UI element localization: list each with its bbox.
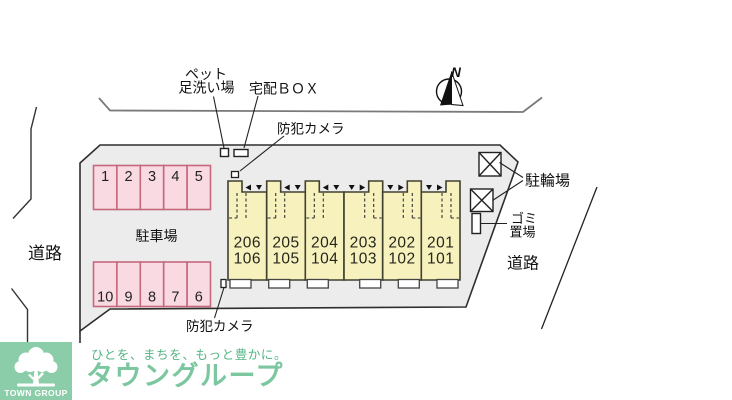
road-right-line: [540, 186, 598, 330]
compass-north-icon: N: [435, 65, 464, 107]
town-group-logo: TOWN GROUP: [0, 342, 72, 400]
tree-icon: [14, 347, 58, 387]
stall-number: 1: [101, 169, 109, 185]
unit-number-lower: 105: [272, 251, 299, 268]
security-camera-icon: [230, 170, 240, 179]
road-label-right: 道路: [507, 255, 539, 273]
porch: [229, 278, 252, 289]
road-left-lower-line: [10, 288, 29, 342]
stall-number: 8: [148, 290, 156, 306]
parking-stall: [186, 164, 212, 211]
unit-number-lower: 102: [388, 251, 415, 268]
porch: [397, 278, 420, 289]
parking-lot-label: 駐車場: [136, 228, 178, 244]
security-camera-label-top: 防犯カメラ: [277, 122, 345, 137]
unit-number-upper: 204: [311, 235, 338, 252]
parking-area: [92, 164, 212, 308]
equipment-icons: [219, 147, 502, 289]
brand-tagline: ひとを、まちを、もっと豊かに。: [91, 348, 288, 362]
unit-number-upper: 206: [234, 235, 261, 252]
pet-wash-label-line1: ペット: [185, 66, 227, 82]
leader-lines: [212, 95, 524, 319]
stall-number: 9: [125, 290, 133, 306]
delivery-box-icon: [233, 148, 249, 158]
garbage-label-line2: 置場: [510, 225, 536, 240]
unit-number-lower: 101: [427, 251, 454, 268]
porch: [306, 278, 329, 289]
road-label-left: 道路: [28, 244, 62, 263]
stall-number: 2: [125, 169, 133, 185]
unit-number-upper: 203: [350, 235, 377, 252]
stall-number: 5: [195, 169, 203, 185]
security-camera-label-bottom: 防犯カメラ: [186, 319, 254, 334]
garbage-label-line1: ゴミ: [511, 211, 537, 226]
building: 206 106 205 105 204 104 203 103 202 102 …: [227, 180, 461, 289]
bicycle-parking-label: 駐輪場: [525, 173, 570, 190]
road-lines: [10, 96, 598, 342]
brand-company-name: タウングループ: [86, 361, 284, 391]
delivery-box-label: 宅配ＢＯＸ: [249, 81, 319, 97]
north-label: N: [451, 65, 461, 80]
unit-number-lower: 104: [311, 251, 338, 268]
road-left-upper-line: [12, 106, 38, 219]
bicycle-rack-icons: [469, 151, 502, 213]
porch: [268, 278, 291, 289]
pet-wash-label-line2: 足洗い場: [179, 80, 235, 96]
pet-wash-station-icon: [219, 147, 230, 158]
parking-stall-numbers: 1 2 3 4 5 10 9 8 7 6: [97, 169, 203, 306]
logo-caption: TOWN GROUP: [4, 388, 68, 398]
unit-dashed-interior: [229, 193, 459, 219]
unit-number-upper: 202: [388, 235, 415, 252]
stall-number: 7: [171, 290, 179, 306]
unit-number-upper: 201: [427, 235, 454, 252]
unit-numbers: 206 106 205 105 204 104 203 103 202 102 …: [234, 235, 454, 268]
garbage-box-icon: [471, 212, 482, 235]
roof-marker-triangles: [245, 184, 443, 191]
security-camera-icon: [220, 278, 227, 289]
parking-stall: [186, 261, 212, 308]
unit-number-lower: 106: [234, 251, 261, 268]
stall-number: 4: [171, 169, 179, 185]
plan-labels: ペット 足洗い場 宅配ＢＯＸ 防犯カメラ 防犯カメラ 道路 駐輪場 ゴミ 置場 …: [28, 66, 570, 334]
building-unit: [420, 180, 461, 281]
road-top-line: [98, 96, 543, 113]
porch: [436, 278, 459, 289]
entrance-porches: [229, 278, 459, 289]
stall-number: 10: [97, 290, 113, 306]
porch: [359, 278, 382, 289]
stall-number: 6: [195, 290, 203, 306]
unit-number-lower: 103: [350, 251, 377, 268]
stall-number: 3: [148, 169, 156, 185]
unit-number-upper: 205: [272, 235, 299, 252]
